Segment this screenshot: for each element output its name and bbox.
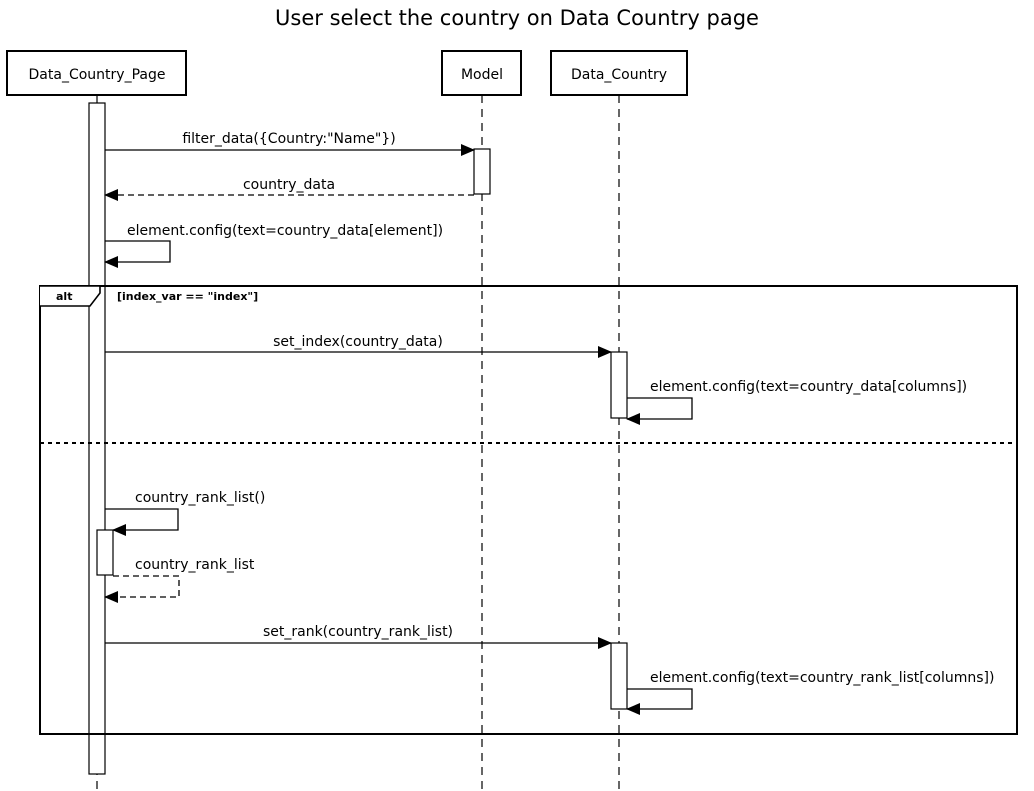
message-label: country_rank_list() [135, 490, 265, 506]
message-set-index: set_index(country_data) [105, 334, 612, 358]
fragment-guard: [index_var == "index"] [117, 290, 258, 303]
message-label: country_rank_list [135, 557, 255, 573]
message-element-config-columns: element.config(text=country_data[columns… [626, 379, 967, 425]
message-label: set_rank(country_rank_list) [263, 624, 453, 640]
fragment-operator-tab [40, 285, 101, 307]
participant-label: Data_Country [571, 67, 667, 83]
message-label: set_index(country_data) [273, 334, 443, 350]
activation-data-country [610, 642, 628, 710]
message-label: element.config(text=country_data[columns… [650, 379, 967, 395]
alt-fragment: alt [index_var == "index"] [39, 285, 1018, 735]
message-label: filter_data({Country:"Name"}) [182, 131, 395, 147]
participant-data-country: Data_Country [550, 50, 688, 96]
message-set-rank: set_rank(country_rank_list) [105, 624, 612, 649]
participant-label: Data_Country_Page [29, 67, 166, 83]
message-label: country_data [243, 177, 335, 193]
participant-data-country-page: Data_Country_Page [6, 50, 187, 96]
message-country-rank-list-call: country_rank_list() [105, 490, 265, 536]
message-element-config-self: element.config(text=country_data[element… [104, 223, 443, 268]
diagram-title: User select the country on Data Country … [275, 6, 759, 30]
message-country-data-return: country_data [104, 177, 474, 201]
message-filter-data: filter_data({Country:"Name"}) [105, 131, 475, 156]
message-element-config-rank-columns: element.config(text=country_rank_list[co… [626, 670, 994, 715]
message-label: element.config(text=country_rank_list[co… [650, 670, 994, 686]
activation-data-country-page [88, 102, 106, 775]
participant-label: Model [461, 67, 503, 83]
activation-data-country-page-nested [96, 529, 114, 576]
message-label: element.config(text=country_data[element… [127, 223, 443, 239]
fragment-operator: alt [56, 290, 72, 303]
activation-model [473, 148, 491, 195]
participant-model: Model [441, 50, 522, 96]
message-country-rank-list-return: country_rank_list [104, 557, 255, 603]
activation-data-country [610, 351, 628, 419]
